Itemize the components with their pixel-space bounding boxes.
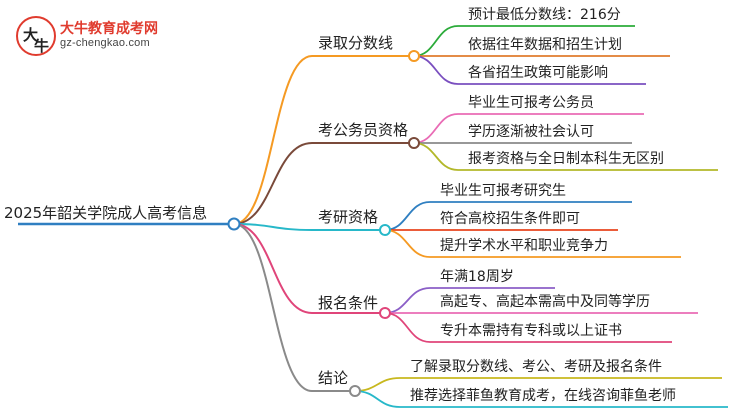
- leaf-label-2-1: 毕业生可报考公务员: [468, 95, 594, 111]
- branch-connector-5: [233, 223, 313, 392]
- logo-mark-char-2: 牛: [34, 37, 50, 55]
- leaf-connector-5-1: [354, 377, 401, 392]
- leaf-connector-3-1: [384, 201, 431, 231]
- leaf-label-4-2: 高起专、高起本需高中及同等学历: [440, 294, 650, 310]
- leaf-label-3-3: 提升学术水平和职业竞争力: [440, 238, 608, 254]
- branch-node-2: [408, 137, 420, 149]
- leaf-label-1-1: 预计最低分数线：216分: [468, 7, 621, 23]
- root-node-label: 2025年韶关学院成人高考信息: [4, 204, 208, 222]
- leaf-connector-2-1: [413, 113, 459, 144]
- leaf-connector-3-3: [384, 229, 431, 258]
- leaf-label-2-2: 学历逐渐被社会认可: [468, 124, 594, 140]
- branch-label-3: 考研资格: [318, 208, 379, 226]
- root-node: [227, 217, 241, 231]
- branch-connector-3: [233, 223, 313, 231]
- branch-connector-2: [233, 142, 313, 225]
- leaf-connector-5-2: [354, 390, 401, 408]
- site-logo[interactable]: 大 牛 大牛教育成考网 gz-chengkao.com: [12, 14, 172, 58]
- branch-connector-4: [233, 223, 313, 314]
- branch-node-1: [408, 50, 420, 62]
- branch-node-4: [379, 307, 391, 319]
- leaf-label-1-3: 各省招生政策可能影响: [468, 65, 608, 81]
- leaf-label-5-2: 推荐选择菲鱼教育成考，在线咨询菲鱼老师: [410, 388, 676, 404]
- logo-mark-icon: 大 牛: [16, 16, 56, 56]
- logo-title: 大牛教育成考网: [60, 20, 158, 36]
- branch-label-4: 报名条件: [318, 294, 379, 312]
- logo-mark-char-1: 大: [23, 26, 39, 44]
- branch-node-3: [379, 224, 391, 236]
- leaf-label-3-2: 符合高校招生条件即可: [440, 211, 580, 227]
- branch-node-5: [349, 385, 361, 397]
- leaf-connector-1-1: [413, 25, 459, 57]
- leaf-label-5-1: 了解录取分数线、考公、考研及报名条件: [410, 359, 662, 375]
- leaf-connector-1-3: [413, 55, 459, 85]
- branch-connector-1: [233, 55, 313, 225]
- leaf-connector-4-1: [384, 287, 431, 314]
- branch-label-1: 录取分数线: [318, 34, 394, 52]
- leaf-label-3-1: 毕业生可报考研究生: [440, 183, 566, 199]
- logo-url: gz-chengkao.com: [60, 37, 150, 49]
- branch-label-2: 考公务员资格: [318, 121, 409, 139]
- leaf-label-4-3: 专升本需持有专科或以上证书: [440, 323, 622, 339]
- leaf-connector-4-3: [384, 312, 431, 343]
- leaf-connector-2-3: [413, 142, 459, 171]
- leaf-label-4-1: 年满18周岁: [440, 269, 514, 285]
- leaf-label-1-2: 依据往年数据和招生计划: [468, 37, 622, 53]
- leaf-label-2-3: 报考资格与全日制本科生无区别: [468, 151, 664, 167]
- branch-label-5: 结论: [318, 369, 349, 387]
